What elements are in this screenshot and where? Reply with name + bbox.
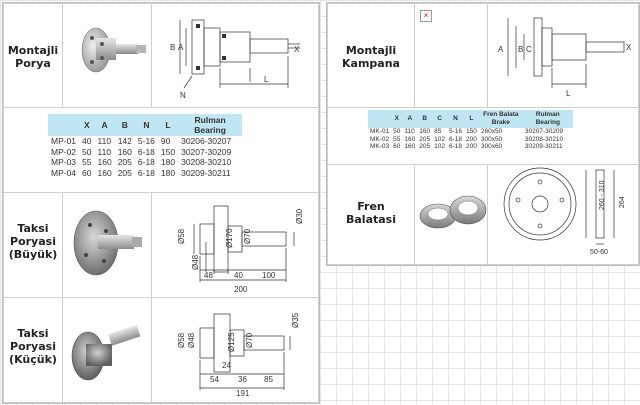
svg-text:Ø48: Ø48 xyxy=(187,332,196,348)
svg-text:200: 200 xyxy=(234,285,248,294)
montajli-porya-drawing: B A X N L xyxy=(170,19,300,100)
mp-header-code xyxy=(48,114,80,136)
svg-text:Ø70: Ø70 xyxy=(243,228,252,244)
mp-header-bearing: Rulman Bearing xyxy=(178,114,243,136)
svg-text:L: L xyxy=(566,89,571,98)
mk-spec-table: X A B C N L Fren Balata Brake Rulman Bea… xyxy=(368,110,573,151)
svg-text:N: N xyxy=(180,91,186,100)
montajli-kampana-drawing-cell xyxy=(487,3,639,108)
mk-header-brake: Fren Balata Brake xyxy=(478,110,523,128)
mk-header-l: L xyxy=(463,110,479,128)
svg-text:36: 36 xyxy=(238,375,247,384)
svg-text:B: B xyxy=(170,43,175,52)
svg-text:Ø58: Ø58 xyxy=(177,228,186,244)
taksi-kucuk-drawing: Ø58 Ø48 Ø125 Ø70 Ø35 24 54 36 85 191 xyxy=(177,312,300,398)
mk-header-c: C xyxy=(432,110,447,128)
svg-text:Ø58: Ø58 xyxy=(177,332,186,348)
mk-header-b: B xyxy=(417,110,433,128)
svg-text:264: 264 xyxy=(619,196,626,208)
svg-text:260 - 310: 260 - 310 xyxy=(599,180,606,210)
montajli-kampana-drawing: A B C X L xyxy=(498,17,632,98)
svg-text:C: C xyxy=(526,45,532,54)
broken-image-icon: × xyxy=(420,10,432,22)
mk-header-x: X xyxy=(391,110,403,128)
svg-text:Ø70: Ø70 xyxy=(245,332,254,348)
taksi-buyuk-drawing: Ø58 Ø48 Ø170 Ø70 Ø30 48 40 100 200 xyxy=(177,205,304,294)
mp-header-n: N xyxy=(134,114,158,136)
taksi-kucuk-title-cell xyxy=(3,297,63,403)
svg-text:40: 40 xyxy=(234,271,243,280)
mk-header-a: A xyxy=(402,110,418,128)
mp-header-l: L xyxy=(157,114,179,136)
mk-header-n: N xyxy=(446,110,464,128)
svg-text:48: 48 xyxy=(204,271,213,280)
svg-text:X: X xyxy=(626,43,632,52)
svg-text:X: X xyxy=(294,45,300,54)
mp-header-a: A xyxy=(94,114,115,136)
mk-table-header-row: X A B C N L Fren Balata Brake Rulman Bea… xyxy=(368,110,573,128)
taksi-kucuk-photo xyxy=(71,325,141,381)
svg-text:A: A xyxy=(498,45,504,54)
fren-balatasi-drawing: 260 - 310 264 50-60 xyxy=(503,167,626,256)
svg-text:24: 24 xyxy=(222,361,231,370)
mp-header-x: X xyxy=(79,114,95,136)
svg-text:B: B xyxy=(518,45,523,54)
montajli-kampana-title-cell xyxy=(327,3,415,108)
mp-table-header-row: X A B N L Rulman Bearing xyxy=(48,114,243,136)
svg-text:Ø48: Ø48 xyxy=(191,254,200,270)
taksi-kucuk-drawing-cell xyxy=(151,297,319,403)
svg-text:50-60: 50-60 xyxy=(590,249,608,256)
svg-text:54: 54 xyxy=(210,375,219,384)
montajli-porya-photo xyxy=(81,27,146,73)
mk-header-code xyxy=(368,110,392,128)
taksi-buyuk-photo xyxy=(73,210,142,276)
svg-text:85: 85 xyxy=(264,375,273,384)
mk-header-bearing: Rulman Bearing xyxy=(522,110,573,128)
svg-text:191: 191 xyxy=(236,389,250,398)
svg-text:A: A xyxy=(178,43,184,52)
svg-text:Ø170: Ø170 xyxy=(225,228,234,248)
fren-balatasi-title-cell xyxy=(327,164,415,265)
mp-header-b: B xyxy=(114,114,135,136)
svg-text:L: L xyxy=(264,75,269,84)
svg-text:Ø125: Ø125 xyxy=(227,332,236,352)
svg-text:100: 100 xyxy=(262,271,276,280)
svg-text:Ø30: Ø30 xyxy=(295,208,304,224)
fren-balatasi-photo xyxy=(419,195,487,229)
svg-text:Ø35: Ø35 xyxy=(291,312,300,328)
